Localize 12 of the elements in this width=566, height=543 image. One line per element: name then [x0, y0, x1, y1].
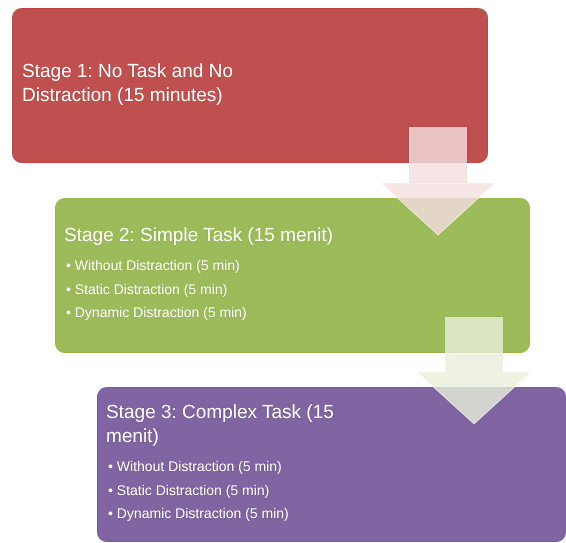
bullet-item: • Static Distraction (5 min): [108, 480, 270, 500]
stage-box: [97, 387, 566, 542]
stage-heading: Stage 2: Simple Task (15 menit): [64, 224, 334, 248]
bullet-item: • Static Distraction (5 min): [66, 280, 228, 299]
bullet-item: • Dynamic Distraction (5 min): [108, 504, 290, 523]
stage-box: [55, 198, 530, 353]
bullet-item: • Without Distraction (5 min): [66, 256, 241, 275]
stage-box: [12, 8, 488, 163]
stage-heading: Stage 3: Complex Task (15 menit): [106, 401, 335, 449]
bullet-item: • Dynamic Distraction (5 min): [66, 303, 248, 322]
stage-heading: Stage 1: No Task and No Distraction (15 minutes): [22, 60, 234, 108]
bullet-item: • Without Distraction (5 min): [108, 457, 283, 476]
